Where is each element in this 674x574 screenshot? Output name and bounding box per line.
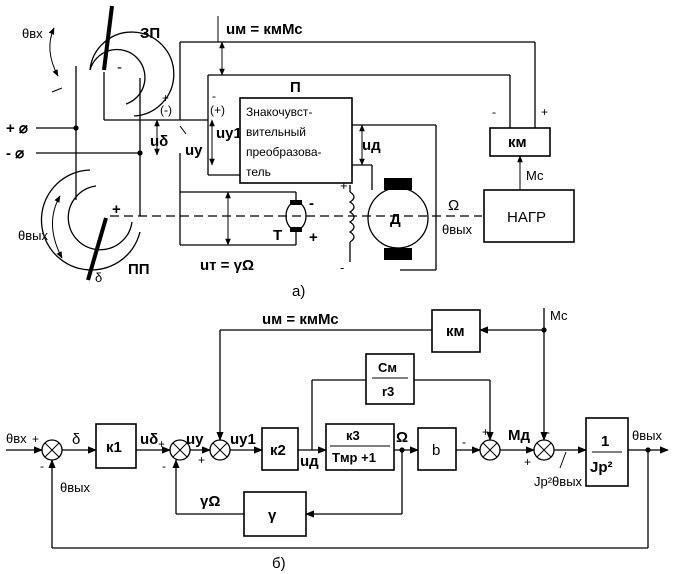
converter-line-1: Знакочувст- <box>246 105 312 119</box>
sign-plus-a2: + <box>541 105 548 119</box>
caption-a: а) <box>292 283 305 300</box>
block-diagram-b: θвх + - δ к1 uδ + - uу + uу1 к2 uд <box>6 308 669 572</box>
label-theta-in-b: θвх <box>6 431 27 446</box>
schematic-a: ЗП - θвх + ПП θвых δ + ⌀ - ⌀ <box>6 5 575 300</box>
converter-line-3: преобразова- <box>246 145 322 159</box>
label-theta-out-a: θвых <box>18 228 48 243</box>
label-uy1-b: uу1 <box>230 431 256 448</box>
label-theta-out-shaft: θвых <box>442 222 472 237</box>
pot-plus-sign: + <box>112 201 121 218</box>
summing-junction-5 <box>533 439 555 461</box>
sj4-plus: + <box>482 425 489 439</box>
sj4-minus: - <box>462 435 466 449</box>
label-mc-a: Мс <box>526 168 544 183</box>
plant-numerator: 1 <box>601 433 609 450</box>
label-omega-b: Ω <box>396 429 408 446</box>
summing-junction-1 <box>41 439 63 461</box>
feedback-potentiometer: + ПП θвых δ <box>18 169 150 285</box>
label-tacho: Т <box>273 227 282 244</box>
label-delta-b: δ <box>72 431 80 448</box>
block-gamma: γ <box>268 507 277 524</box>
label-ut-eq-a: uт = γΩ <box>200 257 254 274</box>
minus-terminal: - ⌀ <box>6 145 24 162</box>
label-uy-a: uу <box>185 142 203 159</box>
cm-numerator: Cм <box>378 360 397 375</box>
plant-denominator: Jp² <box>590 459 613 476</box>
converter-line-4: тель <box>246 165 271 179</box>
command-potentiometer: ЗП - θвх <box>22 5 175 117</box>
paren-plus-a: (+) <box>210 103 225 117</box>
label-motor: Д <box>390 211 401 228</box>
sj5-plus: + <box>524 455 531 469</box>
sj2-minus: - <box>162 459 166 473</box>
sj1-plus: + <box>32 432 39 446</box>
label-uy1-a: uу1 <box>216 125 242 142</box>
label-omega-a: Ω <box>448 197 459 214</box>
label-mc-b: Мс <box>550 308 568 323</box>
field-plus: + <box>340 178 348 193</box>
label-feedback-pot: ПП <box>128 261 150 278</box>
plus-terminal: + ⌀ <box>6 120 28 137</box>
km-block-a: км <box>508 134 527 151</box>
block-b: b <box>432 442 440 459</box>
label-udelta-a: uδ <box>150 133 168 150</box>
sign-minus-a2: - <box>492 105 496 119</box>
label-delta-a: δ <box>95 270 102 285</box>
sign-minus-a1: - <box>212 89 216 103</box>
sj1-minus: - <box>40 459 44 473</box>
label-theta-in-a: θвх <box>22 26 43 41</box>
dc-motor: Д <box>367 178 429 260</box>
label-udelta-b: uδ <box>140 431 158 448</box>
summing-junction-3 <box>209 439 231 461</box>
label-jp2: Jp²θвых <box>534 474 583 489</box>
tf-denominator: Tмp +1 <box>332 450 376 465</box>
label-ud-a: uд <box>362 137 381 154</box>
pot-minus-sign: - <box>117 59 122 76</box>
converter-line-2: вительный <box>246 125 306 139</box>
sign-plus-a1: + <box>162 91 169 105</box>
paren-minus-a: (-) <box>160 103 172 117</box>
label-converter-p: П <box>290 79 301 96</box>
cm-denominator: r3 <box>382 384 394 399</box>
tacho-plus: + <box>309 229 318 246</box>
label-ud-b: uд <box>300 453 319 470</box>
caption-b: б) <box>272 555 286 572</box>
label-command-pot: ЗП <box>140 25 160 42</box>
label-um-eq-a: uм = кмМс <box>226 21 303 38</box>
block-km-b: км <box>446 323 465 340</box>
label-uy-b: uу <box>186 431 204 448</box>
label-gamma-omega: γΩ <box>200 493 220 510</box>
sj3-plus: + <box>198 453 205 467</box>
block-k1: к1 <box>106 439 122 456</box>
field-minus: - <box>340 260 344 275</box>
tf-numerator: к3 <box>346 428 360 443</box>
label-theta-out-fb: θвых <box>60 480 90 495</box>
label-um-eq-b: uм = кмМс <box>262 311 339 328</box>
summing-junction-4 <box>479 439 501 461</box>
block-k2: к2 <box>270 442 286 459</box>
label-md-b: Мд <box>508 427 530 444</box>
tacho-minus: - <box>309 195 314 212</box>
sign-sensitive-converter: П Знакочувст- вительный преобразова- тел… <box>239 79 353 184</box>
load-block: НАГР <box>507 209 546 226</box>
sj5-minus: - <box>546 425 550 439</box>
sj2-plus: + <box>158 437 165 451</box>
label-theta-out-b: θвых <box>632 428 662 443</box>
field-winding: + - <box>340 178 355 275</box>
